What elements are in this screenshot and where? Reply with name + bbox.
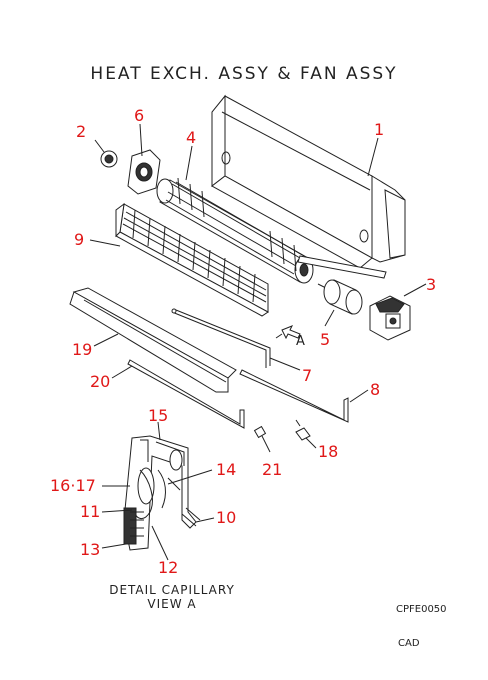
part-1-casing (211, 94, 406, 269)
callout-6: 6 (134, 106, 145, 125)
callout-4: 4 (186, 128, 197, 147)
callout-15: 15 (148, 406, 169, 425)
callout-3: 3 (426, 275, 437, 294)
drawing-code: CPFE0050 (396, 604, 447, 615)
cad-label: CAD (398, 638, 420, 649)
callout-2: 2 (76, 122, 87, 141)
callout-20: 20 (90, 372, 111, 391)
callout-14: 14 (216, 460, 237, 479)
part-7-pipe (171, 308, 271, 368)
callout-12: 12 (158, 558, 179, 577)
callout-10: 10 (216, 508, 237, 527)
callout-11: 11 (80, 502, 101, 521)
callout-7: 7 (302, 366, 313, 385)
leader-lines (89, 123, 427, 561)
detail-caption-line1: DETAIL CAPILLARY (109, 583, 235, 597)
part-6-bearing-holder (127, 149, 161, 195)
detail-caption-line2: VIEW A (147, 597, 197, 611)
part-9-heat-exchanger (115, 202, 269, 317)
callout-16-17: 16·17 (50, 476, 96, 495)
callout-13: 13 (80, 540, 101, 559)
callout-9: 9 (74, 230, 85, 249)
part-20-pipe (127, 359, 245, 429)
part-21-clip (253, 425, 267, 439)
detail-capillary-view (123, 435, 201, 551)
callout-8: 8 (370, 380, 381, 399)
part-8-pipe (239, 369, 349, 423)
callout-18: 18 (318, 442, 339, 461)
view-a-label: A (296, 334, 305, 349)
part-18-clamp (295, 419, 311, 441)
callout-21: 21 (262, 460, 283, 479)
part-2-bushing (100, 150, 118, 168)
part-19-drain-pan (69, 287, 237, 393)
diagram-title: HEAT EXCH. ASSY & FAN ASSY (90, 64, 398, 84)
part-3-motor-mount (369, 295, 411, 341)
part-5-fan-motor (317, 279, 363, 315)
callout-1: 1 (374, 120, 385, 139)
callout-5: 5 (320, 330, 331, 349)
guide-strip (297, 255, 387, 279)
view-a-arrow (281, 325, 301, 340)
callout-19: 19 (72, 340, 93, 359)
